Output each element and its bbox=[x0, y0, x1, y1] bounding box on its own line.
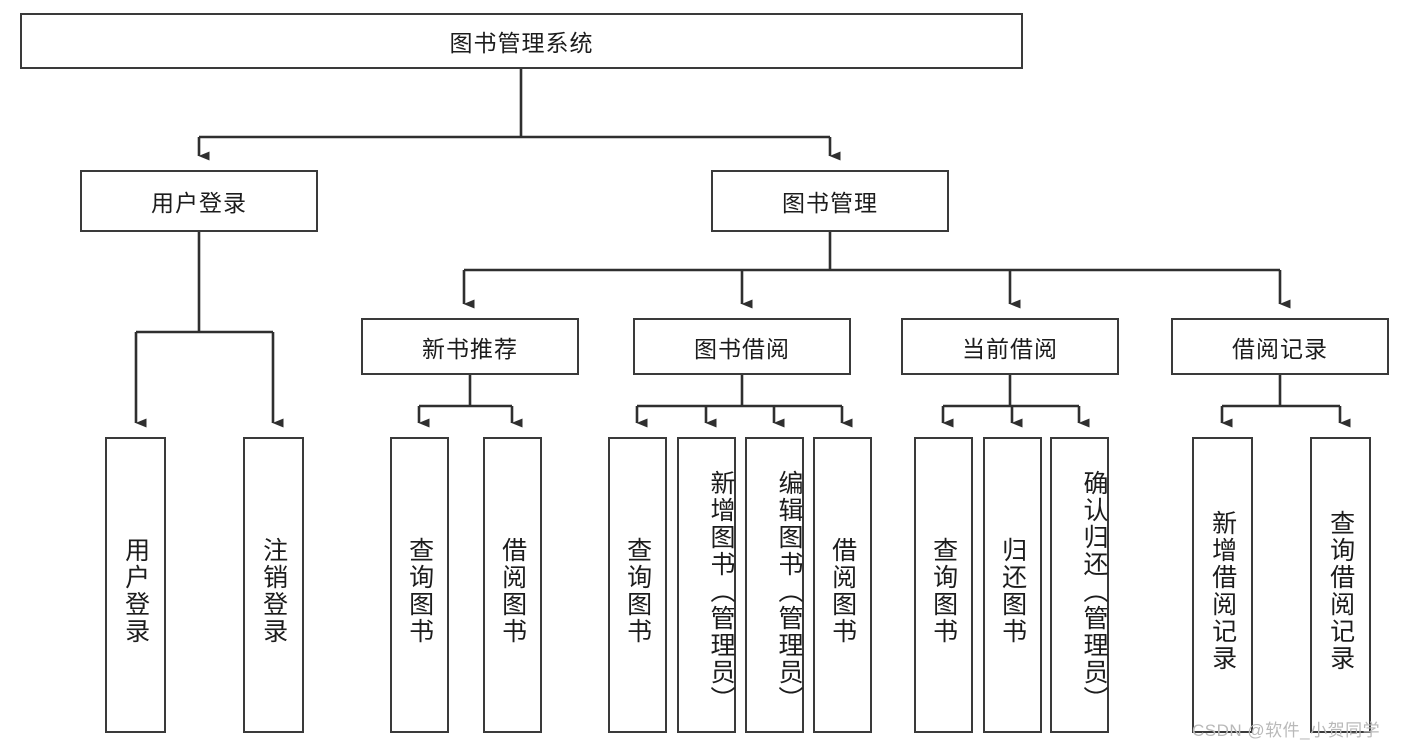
leaf-borrow-book-label: 借阅图书 bbox=[828, 537, 857, 645]
leaf-current-query-book-label: 查询图书 bbox=[929, 537, 958, 645]
leaf-add-book-admin-label: 新增图书（管理员） bbox=[707, 469, 735, 713]
leaf-edit-book-admin[interactable]: 编辑图书（管理员） bbox=[745, 437, 804, 733]
csdn-watermark: CSDN @软件_小贺同学 bbox=[1192, 721, 1381, 740]
leaf-query-borrow-record[interactable]: 查询借阅记录 bbox=[1310, 437, 1371, 733]
leaf-edit-book-admin-label: 编辑图书（管理员） bbox=[775, 469, 803, 713]
leaf-user-login-label: 用户登录 bbox=[121, 537, 150, 645]
leaf-rec-borrow-book[interactable]: 借阅图书 bbox=[483, 437, 542, 733]
leaf-add-book-admin[interactable]: 新增图书（管理员） bbox=[677, 437, 736, 733]
leaf-current-query-book[interactable]: 查询图书 bbox=[914, 437, 973, 733]
leaf-rec-borrow-book-label: 借阅图书 bbox=[498, 537, 527, 645]
leaf-user-logout-label: 注销登录 bbox=[259, 537, 288, 645]
leaf-user-login[interactable]: 用户登录 bbox=[105, 437, 166, 733]
leaf-rec-query-book[interactable]: 查询图书 bbox=[390, 437, 449, 733]
node-root[interactable]: 图书管理系统 bbox=[20, 13, 1023, 69]
leaf-user-logout[interactable]: 注销登录 bbox=[243, 437, 304, 733]
leaf-add-borrow-record[interactable]: 新增借阅记录 bbox=[1192, 437, 1253, 733]
leaf-add-borrow-record-label: 新增借阅记录 bbox=[1208, 510, 1237, 672]
leaf-borrow-query-book-label: 查询图书 bbox=[623, 537, 652, 645]
leaf-return-book-label: 归还图书 bbox=[998, 537, 1027, 645]
leaf-return-book[interactable]: 归还图书 bbox=[983, 437, 1042, 733]
node-user-login[interactable]: 用户登录 bbox=[80, 170, 318, 232]
leaf-borrow-query-book[interactable]: 查询图书 bbox=[608, 437, 667, 733]
node-book-management-label: 图书管理 bbox=[782, 190, 878, 216]
node-book-management[interactable]: 图书管理 bbox=[711, 170, 949, 232]
node-book-borrow-label: 图书借阅 bbox=[694, 335, 790, 362]
leaf-confirm-return-admin-label: 确认归还（管理员） bbox=[1080, 469, 1108, 713]
node-borrow-record[interactable]: 借阅记录 bbox=[1171, 318, 1389, 375]
node-book-borrow[interactable]: 图书借阅 bbox=[633, 318, 851, 375]
leaf-rec-query-book-label: 查询图书 bbox=[405, 537, 434, 645]
node-root-label: 图书管理系统 bbox=[449, 30, 594, 56]
node-user-login-label: 用户登录 bbox=[151, 190, 247, 216]
node-new-book-recommend-label: 新书推荐 bbox=[422, 335, 518, 362]
node-borrow-record-label: 借阅记录 bbox=[1232, 335, 1328, 362]
node-current-borrow[interactable]: 当前借阅 bbox=[901, 318, 1119, 375]
leaf-query-borrow-record-label: 查询借阅记录 bbox=[1326, 510, 1355, 672]
node-current-borrow-label: 当前借阅 bbox=[962, 335, 1058, 362]
leaf-confirm-return-admin[interactable]: 确认归还（管理员） bbox=[1050, 437, 1109, 733]
node-new-book-recommend[interactable]: 新书推荐 bbox=[361, 318, 579, 375]
leaf-borrow-book[interactable]: 借阅图书 bbox=[813, 437, 872, 733]
